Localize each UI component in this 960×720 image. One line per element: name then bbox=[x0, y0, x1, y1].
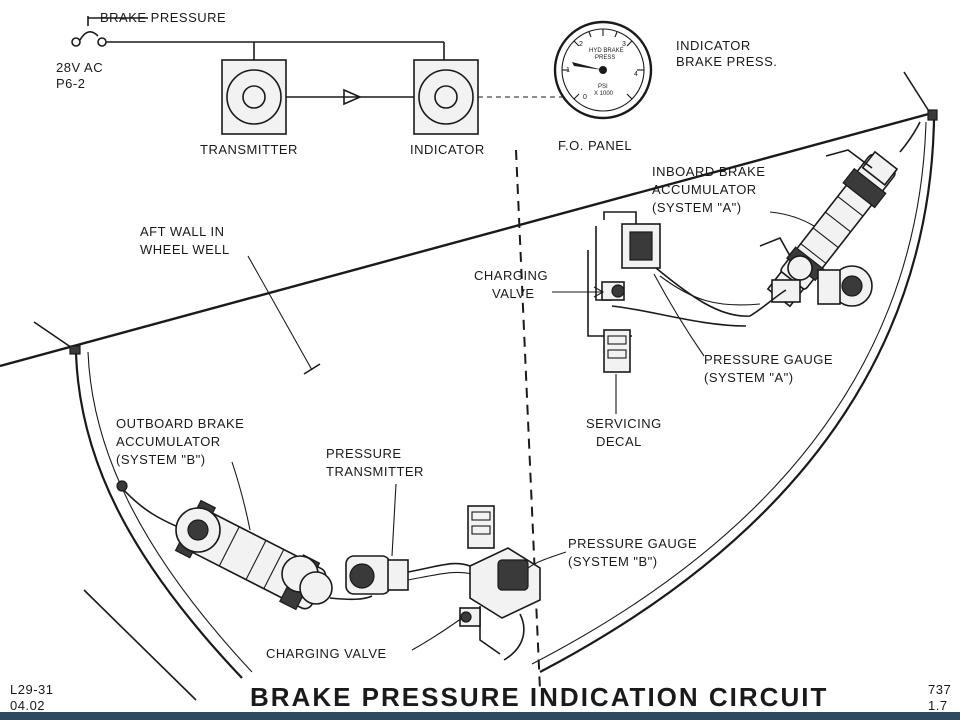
transmitter-box bbox=[221, 59, 287, 135]
pressure-transmitter-label-2: TRANSMITTER bbox=[326, 464, 424, 479]
reference-date: 04.02 bbox=[10, 698, 45, 713]
signal-arrow-icon bbox=[343, 88, 362, 106]
reference-code: L29-31 bbox=[10, 682, 53, 697]
aft-wall-label: AFT WALL IN bbox=[140, 224, 224, 239]
power-bus-label: P6-2 bbox=[56, 76, 85, 91]
schematic: BRAKE PRESSURE 28V AC P6-2 TRANSMITTER I… bbox=[56, 10, 777, 157]
charging-valve-a-label: CHARGING bbox=[474, 268, 548, 283]
transmitter-label: TRANSMITTER bbox=[200, 142, 298, 157]
outboard-accumulator-label: OUTBOARD BRAKE bbox=[116, 416, 244, 431]
indicator-box bbox=[413, 59, 479, 135]
charging-valve-a-label-2: VALVE bbox=[492, 286, 534, 301]
charging-valve-b-label: CHARGING VALVE bbox=[266, 646, 387, 661]
indicator-brake-press-label: BRAKE PRESS. bbox=[676, 54, 777, 69]
outboard-accumulator-system-label: (SYSTEM "B") bbox=[116, 452, 206, 467]
page-reference: 1.7 bbox=[928, 698, 948, 713]
servicing-decal-a bbox=[603, 329, 631, 373]
inboard-accumulator-label-2: ACCUMULATOR bbox=[652, 182, 757, 197]
fo-panel-label: F.O. PANEL bbox=[558, 138, 632, 153]
gauge-scale-2: 2 bbox=[579, 41, 583, 48]
indicator-brake-label: INDICATOR bbox=[676, 38, 751, 53]
gauge-scale-1: 1 bbox=[566, 67, 570, 74]
servicing-decal-label-2: DECAL bbox=[596, 434, 642, 449]
power-connector-icon bbox=[71, 16, 148, 47]
inboard-accumulator bbox=[759, 121, 921, 308]
power-label: 28V AC bbox=[56, 60, 103, 75]
brake-pressure-gauge: HYD BRAKE PRESS PSI X 1000 0 1 2 3 4 bbox=[553, 20, 653, 120]
brake-pressure-top-label: BRAKE PRESSURE bbox=[100, 10, 226, 25]
gauge-face-unit: PSI bbox=[598, 84, 608, 90]
servicing-decal-label: SERVICING bbox=[586, 416, 662, 431]
pressure-gauge-a-system-label: (SYSTEM "A") bbox=[704, 370, 794, 385]
gauge-face-multiplier: X 1000 bbox=[594, 91, 614, 97]
pressure-gauge-a-label: PRESSURE GAUGE bbox=[704, 352, 833, 367]
charging-valve-b bbox=[459, 607, 481, 627]
gauge-face-subtitle: PRESS bbox=[595, 55, 615, 61]
indicator-label: INDICATOR bbox=[410, 142, 485, 157]
outboard-accumulator bbox=[116, 480, 373, 611]
outboard-accumulator-label-2: ACCUMULATOR bbox=[116, 434, 221, 449]
pressure-transmitter-b bbox=[345, 555, 473, 595]
gauge-scale-0: 0 bbox=[583, 94, 587, 101]
inboard-accumulator-system-label: (SYSTEM "A") bbox=[652, 200, 742, 215]
wheel-well-structure bbox=[0, 71, 938, 701]
gauge-scale-3: 3 bbox=[622, 41, 626, 48]
gauge-scale-4: 4 bbox=[634, 71, 638, 78]
pressure-transmitter-label: PRESSURE bbox=[326, 446, 402, 461]
pressure-gauge-a bbox=[587, 211, 787, 337]
inboard-accumulator-label: INBOARD BRAKE bbox=[652, 164, 765, 179]
servicing-decal-b bbox=[467, 505, 495, 549]
wheel-well-label: WHEEL WELL bbox=[140, 242, 230, 257]
pressure-gauge-b-system-label: (SYSTEM "B") bbox=[568, 554, 658, 569]
charging-valve-a bbox=[601, 281, 625, 301]
gauge-face-title: HYD BRAKE bbox=[589, 48, 624, 54]
aircraft-type-label: 737 bbox=[928, 682, 951, 697]
pressure-gauge-b-label: PRESSURE GAUGE bbox=[568, 536, 697, 551]
pressure-gauge-b bbox=[469, 547, 541, 661]
diagram-title: BRAKE PRESSURE INDICATION CIRCUIT bbox=[250, 682, 828, 712]
